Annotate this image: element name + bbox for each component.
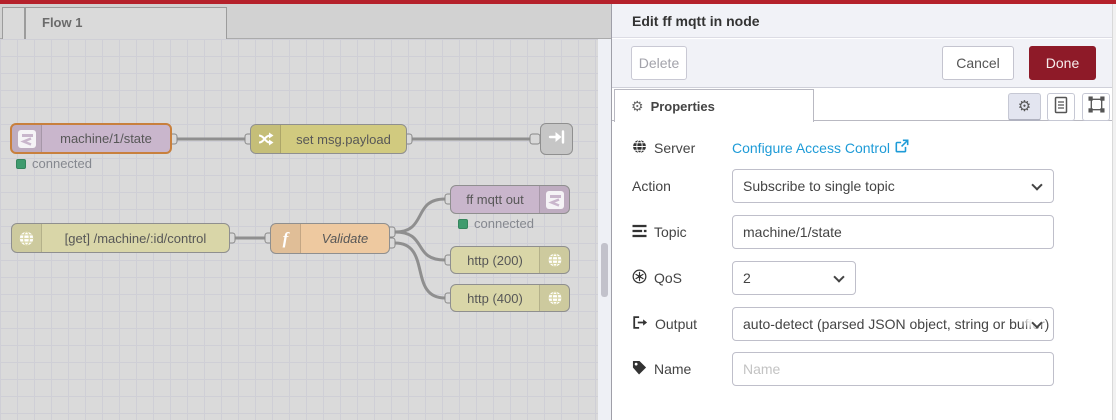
node-label: ff mqtt out: [466, 192, 524, 207]
topic-field-wrap: [732, 215, 1054, 249]
server-value: Configure Access Control: [732, 131, 1054, 165]
flow-canvas[interactable]: machine/1/state connected set msg.payloa…: [0, 39, 598, 420]
flow-tabbar: Flow 1: [0, 4, 611, 39]
globe-icon: [539, 285, 569, 311]
flow-workspace: Flow 1: [0, 4, 611, 420]
configure-access-control-link[interactable]: Configure Access Control: [732, 131, 909, 165]
edit-node-panel: Edit ff mqtt in node Delete Cancel Done …: [611, 4, 1116, 420]
node-change[interactable]: set msg.payload: [250, 124, 407, 154]
panel-scrollbar[interactable]: [1112, 4, 1116, 420]
description-view-button[interactable]: [1047, 93, 1075, 121]
chevron-down-icon: [833, 271, 845, 283]
function-icon: f: [271, 224, 301, 253]
globe-icon: [632, 139, 647, 157]
tab-previous-partial[interactable]: [2, 7, 25, 39]
globe-icon: [539, 247, 569, 273]
node-link-out[interactable]: [540, 123, 573, 155]
tab-flow-1[interactable]: Flow 1: [25, 7, 227, 39]
qos-icon: [632, 269, 647, 287]
qos-select[interactable]: 2: [732, 261, 856, 295]
action-label: Action: [632, 178, 671, 194]
name-label: Name: [632, 352, 691, 386]
mqtt-icon: [12, 125, 42, 152]
done-button[interactable]: Done: [1029, 46, 1096, 80]
scrollbar-thumb[interactable]: [601, 243, 608, 297]
link-out-icon: [547, 127, 567, 152]
appearance-icon: [1087, 96, 1105, 118]
node-function[interactable]: f Validate: [270, 223, 390, 254]
node-label: [get] /machine/:id/control: [64, 230, 207, 246]
sign-out-icon: [632, 315, 648, 333]
gear-icon: ⚙: [631, 98, 644, 114]
chevron-down-icon: [1031, 179, 1043, 191]
node-status-mqtt-in: connected: [16, 156, 92, 171]
panel-tabrow: ⚙ Properties ⚙: [612, 89, 1116, 122]
topic-lines-icon: [632, 224, 647, 241]
node-mqtt-out[interactable]: ff mqtt out: [450, 185, 570, 214]
flow-vertical-scrollbar: [598, 39, 611, 420]
action-select[interactable]: Subscribe to single topic: [732, 169, 1054, 203]
external-link-icon: [895, 131, 909, 165]
delete-button[interactable]: Delete: [631, 46, 687, 80]
node-label: set msg.payload: [296, 131, 391, 147]
server-label: Server: [632, 131, 695, 165]
panel-header: Edit ff mqtt in node: [612, 4, 1116, 38]
output-select-wrap: auto-detect (parsed JSON object, string …: [732, 307, 1054, 341]
panel-title: Edit ff mqtt in node: [632, 13, 760, 29]
top-accent-bar: [0, 0, 1116, 4]
node-http-response-400[interactable]: http (400): [450, 284, 570, 312]
properties-view-button[interactable]: ⚙: [1008, 93, 1041, 121]
node-http-response-200[interactable]: http (200): [450, 246, 570, 274]
node-label: http (400): [467, 290, 523, 306]
properties-form: Server Configure Access Control Action S…: [612, 121, 1116, 420]
node-label: Validate: [321, 231, 369, 246]
appearance-view-button[interactable]: [1082, 93, 1110, 121]
name-field-wrap: [732, 352, 1054, 386]
status-connected-icon: [16, 158, 26, 169]
node-mqtt-in[interactable]: machine/1/state: [10, 123, 172, 154]
node-status-mqtt-out: connected: [458, 216, 534, 231]
node-label: machine/1/state: [60, 131, 152, 146]
node-http-in[interactable]: [get] /machine/:id/control: [11, 223, 230, 253]
mqtt-icon: [539, 186, 569, 213]
panel-button-row: Delete Cancel Done: [612, 39, 1116, 88]
topic-label: Topic: [632, 215, 687, 249]
output-select[interactable]: auto-detect (parsed JSON object, string …: [732, 307, 1054, 341]
name-input[interactable]: [732, 352, 1054, 386]
qos-select-wrap: 2: [732, 261, 856, 295]
cancel-button[interactable]: Cancel: [942, 46, 1014, 80]
shuffle-icon: [251, 125, 281, 153]
tab-properties[interactable]: ⚙ Properties: [614, 89, 814, 122]
topic-input[interactable]: [732, 215, 1054, 249]
tag-icon: [632, 360, 647, 378]
document-icon: [1053, 96, 1069, 119]
node-label: http (200): [467, 252, 523, 268]
output-label: Output: [632, 307, 697, 341]
qos-label: QoS: [632, 261, 682, 295]
action-select-wrap: Subscribe to single topic: [732, 169, 1054, 203]
gear-icon: ⚙: [1017, 98, 1032, 115]
globe-icon: [12, 224, 42, 252]
status-connected-icon: [458, 218, 468, 229]
